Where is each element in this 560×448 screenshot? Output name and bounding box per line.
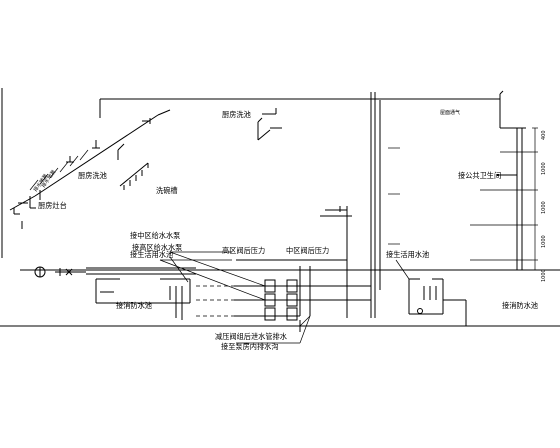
diagonal-branch-pipe: [9, 109, 171, 229]
public-toilet-riser: [388, 127, 538, 270]
pressure-reducing-valve-group: [196, 259, 371, 332]
main-supply-pipe: [0, 266, 560, 327]
right-pool-tank: [408, 278, 467, 326]
label-kitchen-sink-top: 厨房洗池: [222, 110, 251, 119]
vertical-risers: [320, 92, 381, 318]
label-mid-zone-pump: 接中区给水水泵: [130, 231, 180, 240]
left-pool-tank: [95, 278, 191, 320]
label-high-zone-pump: 接高区给水水泵: [132, 243, 182, 252]
kitchen-stove-branch: [29, 190, 41, 209]
ceiling-vent-line: [99, 90, 526, 129]
kitchen-sink-top-branch: [142, 108, 282, 141]
label-kitchen-stove: 厨房灶台: [38, 201, 67, 210]
label-drain-note-2: 接至泵房内排水沟: [221, 342, 279, 351]
label-high-zone-valve: 高区阀后压力: [222, 246, 265, 255]
label-kitchen-sink-left: 厨房洗池: [78, 171, 107, 180]
dimension-0: 400: [541, 130, 547, 140]
dimension-1: 1000: [541, 162, 547, 175]
label-fire-pool-right: 接消防水池: [502, 301, 538, 310]
leader-lines: [159, 251, 410, 344]
label-mid-zone-valve: 中区阀后压力: [286, 246, 329, 255]
dimension-4: 1000: [541, 269, 547, 282]
label-to-public-toilet: 接公共卫生间: [458, 171, 501, 180]
label-small-top-right: 屋面通气: [440, 109, 460, 116]
label-domestic-pool-left: 接生活用水池: [130, 250, 173, 259]
label-fire-pool-left: 接消防水池: [116, 301, 152, 310]
dimension-3: 1000: [541, 235, 547, 248]
label-wash-tank: 洗碗槽: [156, 186, 178, 195]
label-drain-note-1: 减压阀组后泄水管排水: [215, 332, 287, 341]
label-domestic-pool-right: 接生活用水池: [386, 250, 429, 259]
wash-tank-branch: [117, 143, 149, 190]
kitchen-sink-left-branch: [66, 140, 100, 163]
dimension-2: 1000: [541, 201, 547, 214]
